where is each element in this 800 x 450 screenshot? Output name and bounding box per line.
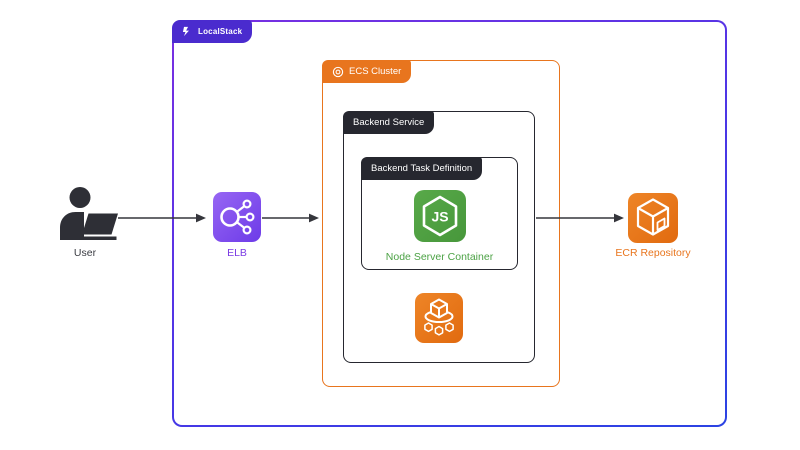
arrow-backend-to-ecr <box>536 211 624 223</box>
backend-service-tab-label: Backend Service <box>353 117 425 128</box>
ecs-cluster-icon <box>332 66 344 78</box>
ecr-repository-label: ECR Repository <box>615 247 691 259</box>
elb-label: ELB <box>227 247 247 259</box>
localstack-tab: LocalStack <box>172 20 253 43</box>
nodejs-icon: JS <box>414 190 466 242</box>
arrow-elb-to-ecs-cluster <box>262 211 319 223</box>
user-at-laptop-icon <box>55 186 121 240</box>
localstack-logo-icon <box>182 26 193 37</box>
arrow-user-to-elb <box>118 211 206 223</box>
node-server-container-label: Node Server Container <box>385 251 494 263</box>
ecs-service-icon <box>415 293 463 343</box>
nodejs-js-letters: JS <box>431 209 448 225</box>
elb-icon <box>213 192 261 242</box>
ecr-repository-icon <box>628 193 678 243</box>
user-label: User <box>73 247 97 259</box>
backend-service-tab: Backend Service <box>343 111 435 134</box>
localstack-tab-label: LocalStack <box>198 27 243 36</box>
backend-task-definition-tab: Backend Task Definition <box>361 157 483 180</box>
ecs-cluster-tab: ECS Cluster <box>322 60 412 83</box>
backend-task-definition-tab-label: Backend Task Definition <box>371 163 473 174</box>
ecs-cluster-tab-label: ECS Cluster <box>349 66 402 77</box>
